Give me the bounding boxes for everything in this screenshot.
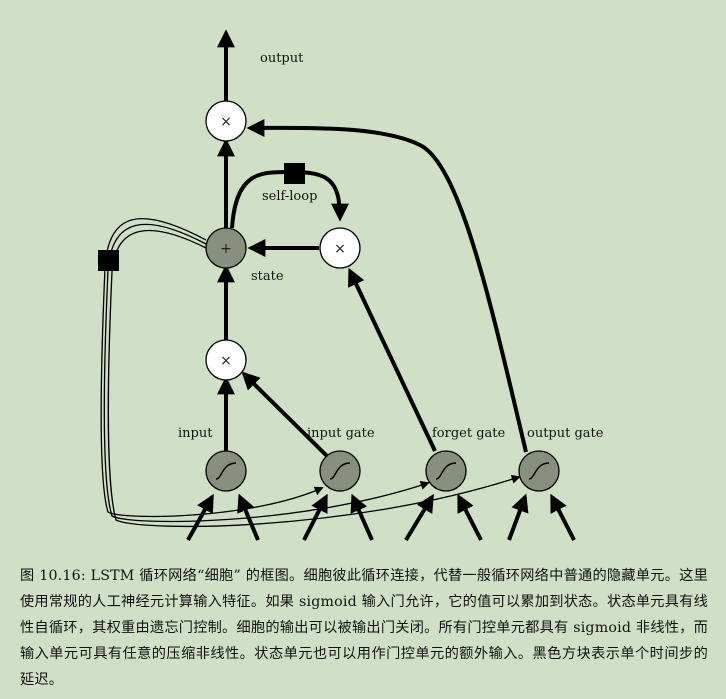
input-label: input [178,426,213,441]
bottom-input-arrows [186,493,576,542]
output-gate-label: output gate [527,426,604,441]
sigmoid-icon [329,462,351,480]
input-gate-to-input-mult [241,371,329,458]
output-label: output [260,51,304,66]
state-label: state [251,269,284,284]
forget-gate-node [425,450,467,492]
input-unit-node [205,450,247,492]
state-node: + [205,227,247,269]
state-to-forget-gate-line [103,223,430,523]
delay-square-self-loop [284,163,305,184]
multiply-symbol: × [334,241,346,257]
forget-gate-to-forget-mult [348,267,437,452]
input-gate-label: input gate [307,426,375,441]
sigmoid-icon [435,462,457,480]
lstm-cell-diagram: × + × × output self-loop state input inp… [98,29,604,542]
sigmoid-icon [528,462,550,480]
output-gate-to-output-mult [246,118,528,453]
input-multiply-node: × [205,339,247,381]
self-loop-label: self-loop [262,189,317,204]
input-gate-node [319,450,361,492]
thick-connections [217,29,528,458]
multiply-symbol: × [220,353,232,369]
output-gate-node [518,450,560,492]
plus-symbol: + [220,241,232,257]
delay-square-feedback [98,250,119,271]
squash-icon [215,462,237,480]
multiply-symbol: × [220,114,232,130]
output-multiply-node: × [205,100,247,142]
figure-caption: 图 10.16: LSTM 循环网络“细胞” 的框图。细胞彼此循环连接，代替一般… [20,568,708,688]
forget-multiply-node: × [319,227,361,269]
forget-gate-label: forget gate [432,426,506,441]
state-to-input-gate-line [100,218,324,518]
